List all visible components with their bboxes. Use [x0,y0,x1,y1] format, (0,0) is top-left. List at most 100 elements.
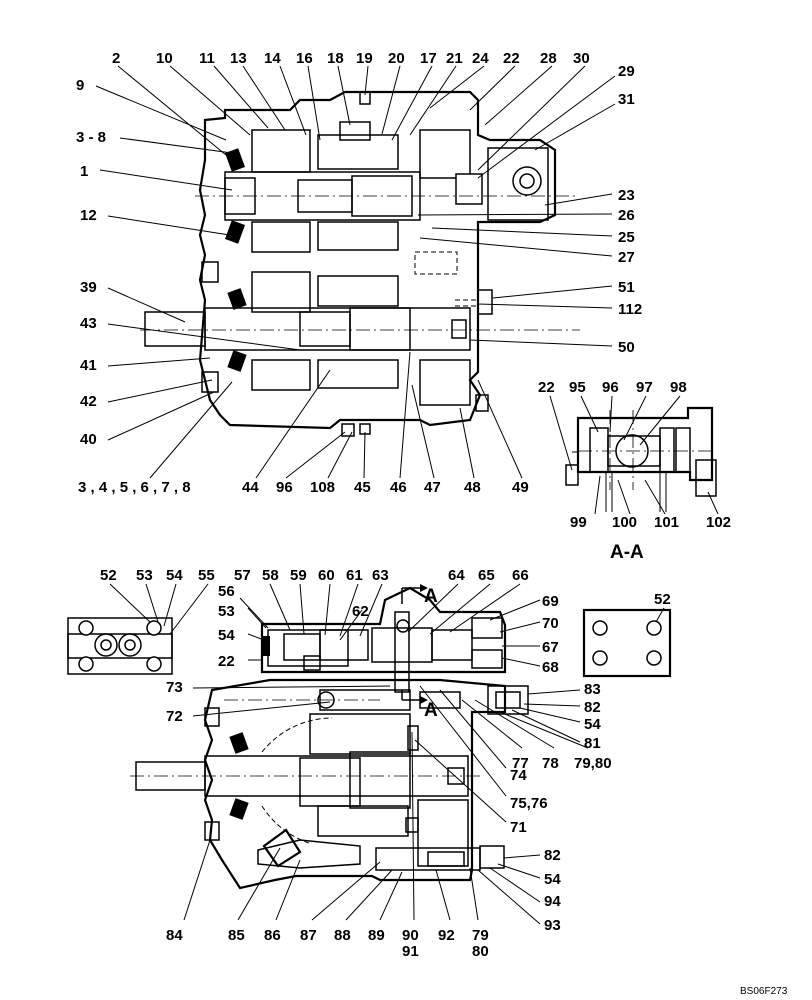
label-82: 82 [584,699,601,716]
label-57: 57 [234,567,251,584]
label-section-96: 96 [602,379,619,396]
label-section-95: 95 [569,379,586,396]
label-28: 28 [540,50,557,67]
label-3-8: 3 - 8 [76,129,106,146]
label-26: 26 [618,207,635,224]
label-46: 46 [390,479,407,496]
label-84: 84 [166,927,183,944]
label-49: 49 [512,479,529,496]
label-section-22: 22 [538,379,555,396]
label-94: 94 [544,893,561,910]
label-23: 23 [618,187,635,204]
label-3-4-5-6-7-8: 3 , 4 , 5 , 6 , 7 , 8 [78,479,191,496]
label-74: 74 [510,767,527,784]
label-44: 44 [242,479,259,496]
label-block-52: 52 [100,567,117,584]
label-86: 86 [264,927,281,944]
label-section-97: 97 [636,379,653,396]
label-58: 58 [262,567,279,584]
label-block-53: 53 [136,567,153,584]
label-9: 9 [76,77,84,94]
label-42: 42 [80,393,97,410]
label-92: 92 [438,927,455,944]
small-plate-drawing [582,607,672,678]
label-22-reg: 22 [218,653,235,670]
label-75-76: 75,76 [510,795,548,812]
label-66: 66 [512,567,529,584]
section-a-a-drawing [565,406,717,512]
label-67: 67 [542,639,559,656]
label-39: 39 [80,279,97,296]
label-31: 31 [618,91,635,108]
label-91: 91 [402,943,419,960]
drawing-code: BS06F273 [740,986,788,997]
label-73: 73 [166,679,183,696]
label-87: 87 [300,927,317,944]
label-48: 48 [464,479,481,496]
label-12: 12 [80,207,97,224]
label-21: 21 [446,50,463,67]
label-27: 27 [618,249,635,266]
section-marker-a-bottom: A [424,700,438,721]
label-65: 65 [478,567,495,584]
label-68: 68 [542,659,559,676]
label-85: 85 [228,927,245,944]
bottom-pump-assembly [130,586,529,890]
label-section-99: 99 [570,514,587,531]
label-18: 18 [327,50,344,67]
label-70: 70 [542,615,559,632]
label-25: 25 [618,229,635,246]
label-56: 56 [218,583,235,600]
label-29: 29 [618,63,635,80]
label-40: 40 [80,431,97,448]
label-30: 30 [573,50,590,67]
label-section-98: 98 [670,379,687,396]
label-71: 71 [510,819,527,836]
label-41: 41 [80,357,97,374]
label-20: 20 [388,50,405,67]
section-marker-a-top: A [424,586,438,607]
label-13: 13 [230,50,247,67]
label-section-100: 100 [612,514,637,531]
label-108: 108 [310,479,335,496]
label-81: 81 [584,735,601,752]
label-section-102: 102 [706,514,731,531]
label-45: 45 [354,479,371,496]
label-2: 2 [112,50,120,67]
label-16: 16 [296,50,313,67]
label-54-reg: 54 [218,627,235,644]
label-54-low: 54 [544,871,561,888]
label-96-top: 96 [276,479,293,496]
top-leader-lines [95,65,616,479]
label-50: 50 [618,339,635,356]
label-block-54: 54 [166,567,183,584]
label-43: 43 [80,315,97,332]
label-block-55: 55 [198,567,215,584]
label-90: 90 [402,927,419,944]
part-number-labels: 2 10 11 13 14 16 18 19 20 17 21 24 22 28… [76,50,788,997]
label-79-bottom: 79 [472,927,489,944]
label-section-101: 101 [654,514,679,531]
label-60: 60 [318,567,335,584]
small-block-leader-lines [109,583,209,635]
label-51: 51 [618,279,635,296]
label-1: 1 [80,163,88,180]
label-78: 78 [542,755,559,772]
label-88: 88 [334,927,351,944]
label-62: 62 [352,603,369,620]
label-63: 63 [372,567,389,584]
label-53-reg: 53 [218,603,235,620]
label-79-80: 79,80 [574,755,612,772]
bottom-leader-lines [183,583,589,925]
label-14: 14 [264,50,281,67]
label-61: 61 [346,567,363,584]
label-47: 47 [424,479,441,496]
label-22: 22 [503,50,520,67]
label-77: 77 [512,755,529,772]
label-54-mid: 54 [584,716,601,733]
label-64: 64 [448,567,465,584]
label-69: 69 [542,593,559,610]
label-11: 11 [199,50,215,67]
label-82-low: 82 [544,847,561,864]
